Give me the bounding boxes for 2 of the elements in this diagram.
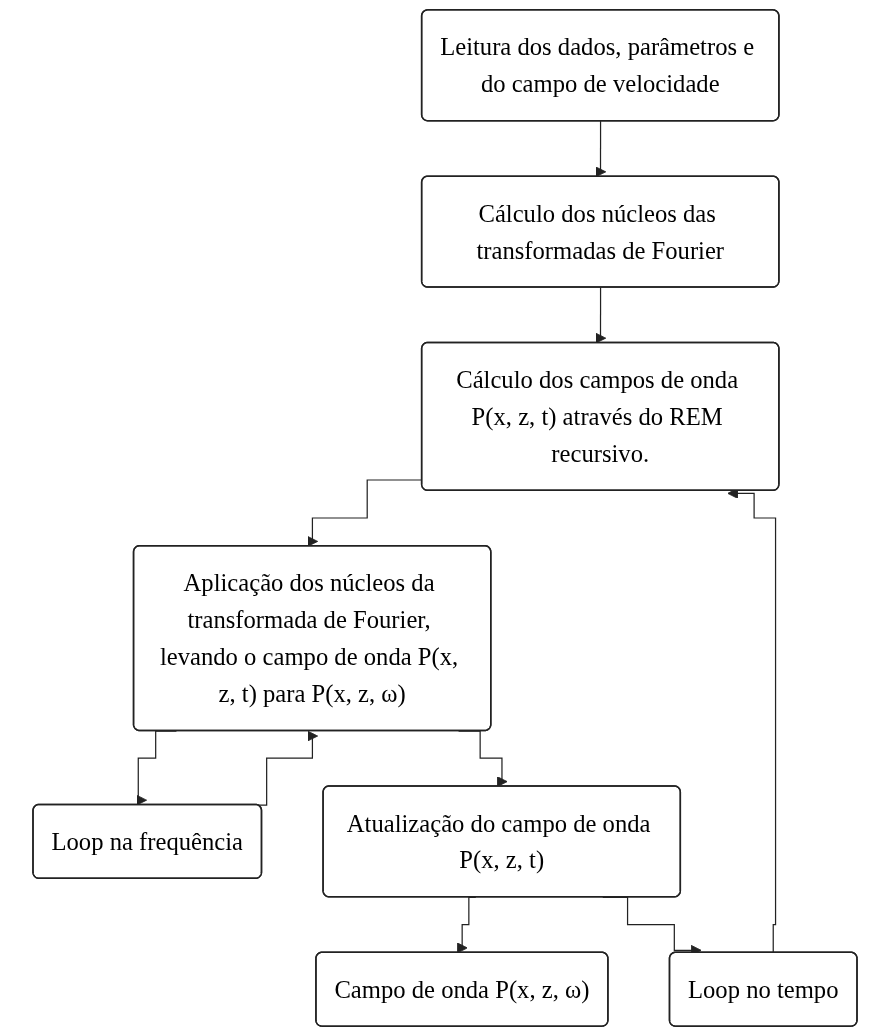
arrow: [595, 120, 607, 178]
arrow: [595, 287, 607, 344]
